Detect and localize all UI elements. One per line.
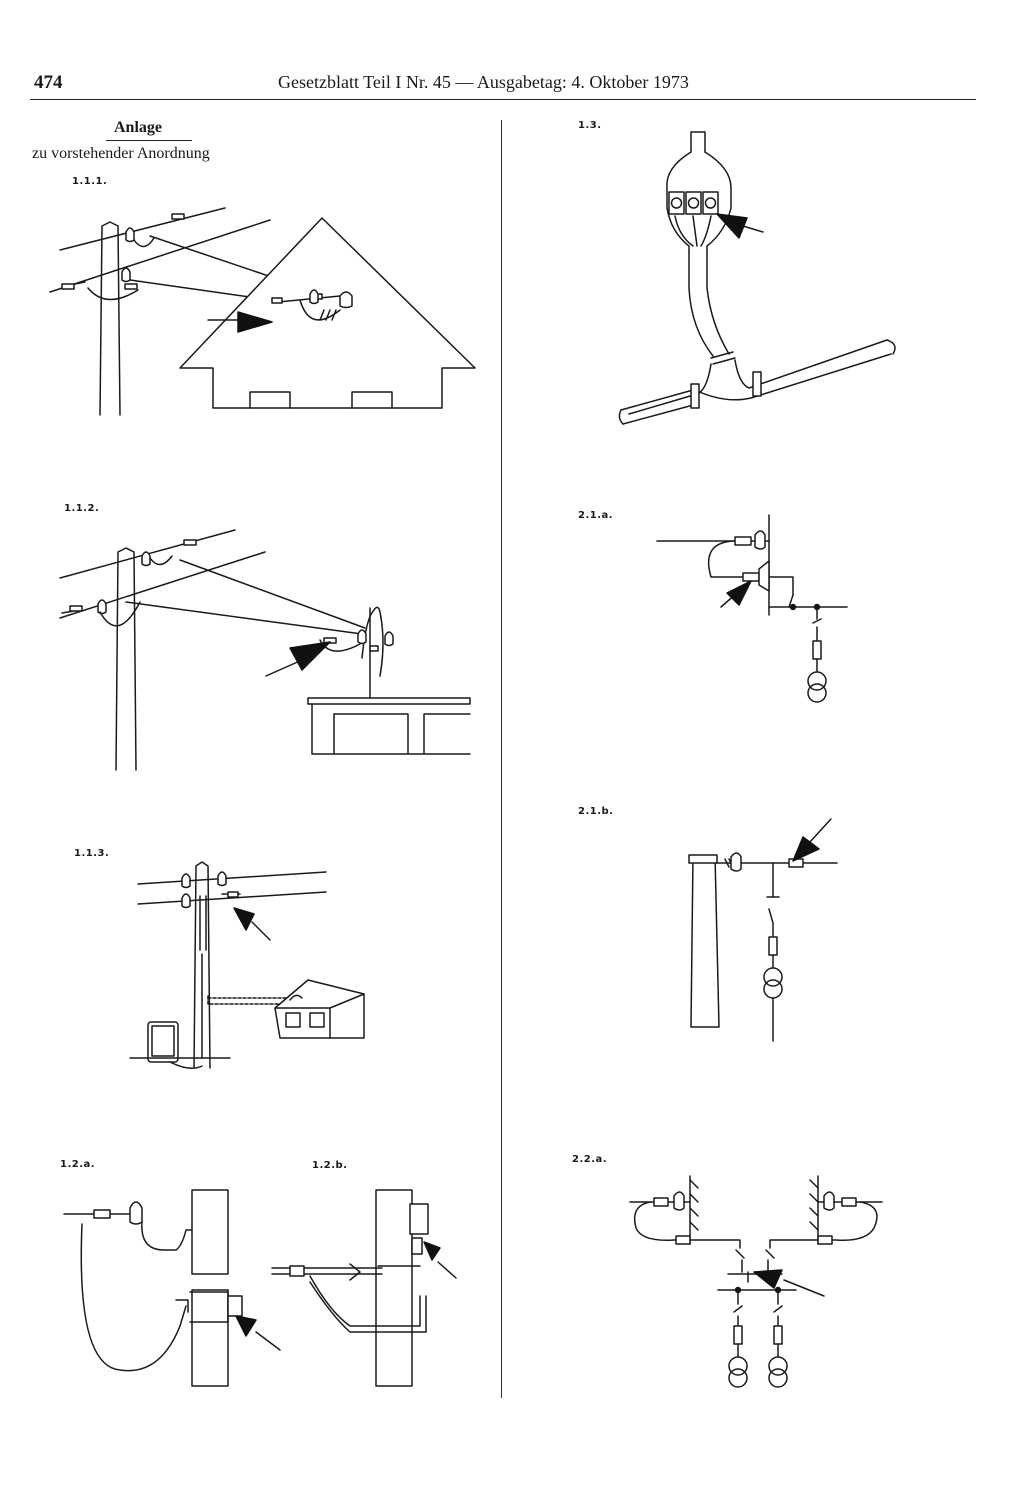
figure-label-2-1-b: 2.1.b. xyxy=(578,806,614,817)
pointer-arrow-icon xyxy=(235,1315,281,1351)
figure-label-1-1-1: 1.1.1. xyxy=(72,176,108,187)
figure-1-2-a-illustration xyxy=(63,1189,281,1387)
figure-label-1-2-a: 1.2.a. xyxy=(60,1159,96,1170)
figure-label-2-2-a: 2.2.a. xyxy=(572,1154,608,1165)
pointer-arrow-icon xyxy=(720,580,752,608)
figure-1-3-illustration xyxy=(618,131,896,425)
header-rule xyxy=(30,99,976,100)
fuse-block xyxy=(668,191,719,215)
figure-label-1-1-3: 1.1.3. xyxy=(74,848,110,859)
anlage-title: Anlage xyxy=(114,119,162,136)
figure-1-1-3-illustration xyxy=(129,861,365,1069)
transformer-icon xyxy=(763,967,783,999)
anlage-subtitle: zu vorstehender Anordnung xyxy=(32,145,210,162)
pointer-arrow-icon xyxy=(423,1241,457,1279)
figure-1-1-1-illustration xyxy=(49,207,476,416)
transformer-icon xyxy=(807,671,827,703)
figure-label-1-2-b: 1.2.b. xyxy=(312,1160,348,1171)
pointer-arrow-icon xyxy=(792,818,832,862)
column-divider xyxy=(501,120,502,1398)
figure-label-2-1-a: 2.1.a. xyxy=(578,510,614,521)
figure-label-1-1-2: 1.1.2. xyxy=(64,503,100,514)
page-number: 474 xyxy=(34,72,63,93)
transformer-icon xyxy=(728,1356,788,1388)
page-header-title: Gesetzblatt Teil I Nr. 45 — Ausgabetag: … xyxy=(278,72,689,92)
figure-2-1-b-schematic xyxy=(688,818,838,1042)
figure-2-1-a-schematic xyxy=(656,514,848,703)
anlage-underline xyxy=(106,140,192,141)
figure-label-1-3: 1.3. xyxy=(578,120,602,131)
insulator-icon xyxy=(121,227,135,283)
pointer-arrow-icon xyxy=(265,641,331,677)
pointer-arrow-icon xyxy=(753,1269,825,1297)
figure-2-2-a-schematic xyxy=(629,1175,883,1388)
pointer-arrow-icon xyxy=(716,213,764,239)
pointer-arrow-icon xyxy=(233,907,271,941)
pointer-arrow-icon xyxy=(207,311,273,333)
figure-1-1-2-illustration xyxy=(59,529,471,771)
figure-1-2-b-illustration xyxy=(271,1189,457,1387)
